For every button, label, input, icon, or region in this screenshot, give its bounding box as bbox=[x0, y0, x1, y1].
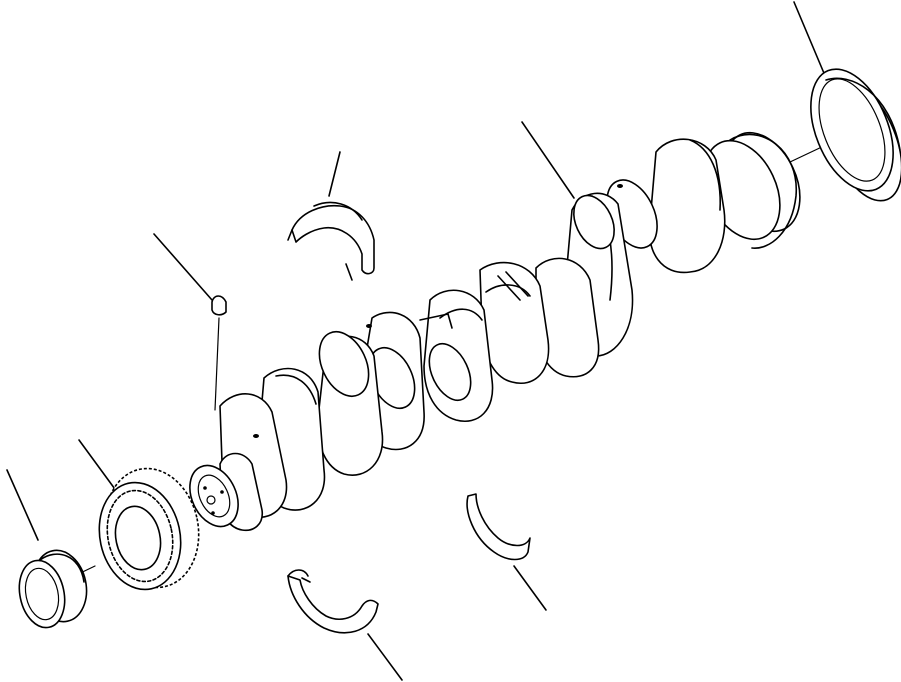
rear-seal bbox=[810, 68, 901, 202]
thrust-washer bbox=[466, 493, 531, 561]
woodruff-key bbox=[211, 295, 227, 316]
leader-front-seal bbox=[6, 469, 39, 541]
lower-main-bearing bbox=[287, 569, 379, 634]
leader-gear bbox=[78, 439, 121, 497]
leader-crankshaft bbox=[521, 121, 575, 199]
front-seal bbox=[18, 549, 88, 629]
leader-key bbox=[153, 233, 213, 301]
leader-rear-seal bbox=[793, 1, 827, 79]
axis-line-key bbox=[214, 317, 220, 411]
leader-thrust-washer bbox=[513, 565, 547, 611]
upper-main-bearing bbox=[287, 201, 375, 281]
crankshaft bbox=[189, 131, 801, 532]
crank-gear bbox=[98, 467, 200, 591]
leader-lower-bearing bbox=[367, 633, 403, 681]
leader-upper-bearing bbox=[328, 151, 341, 197]
